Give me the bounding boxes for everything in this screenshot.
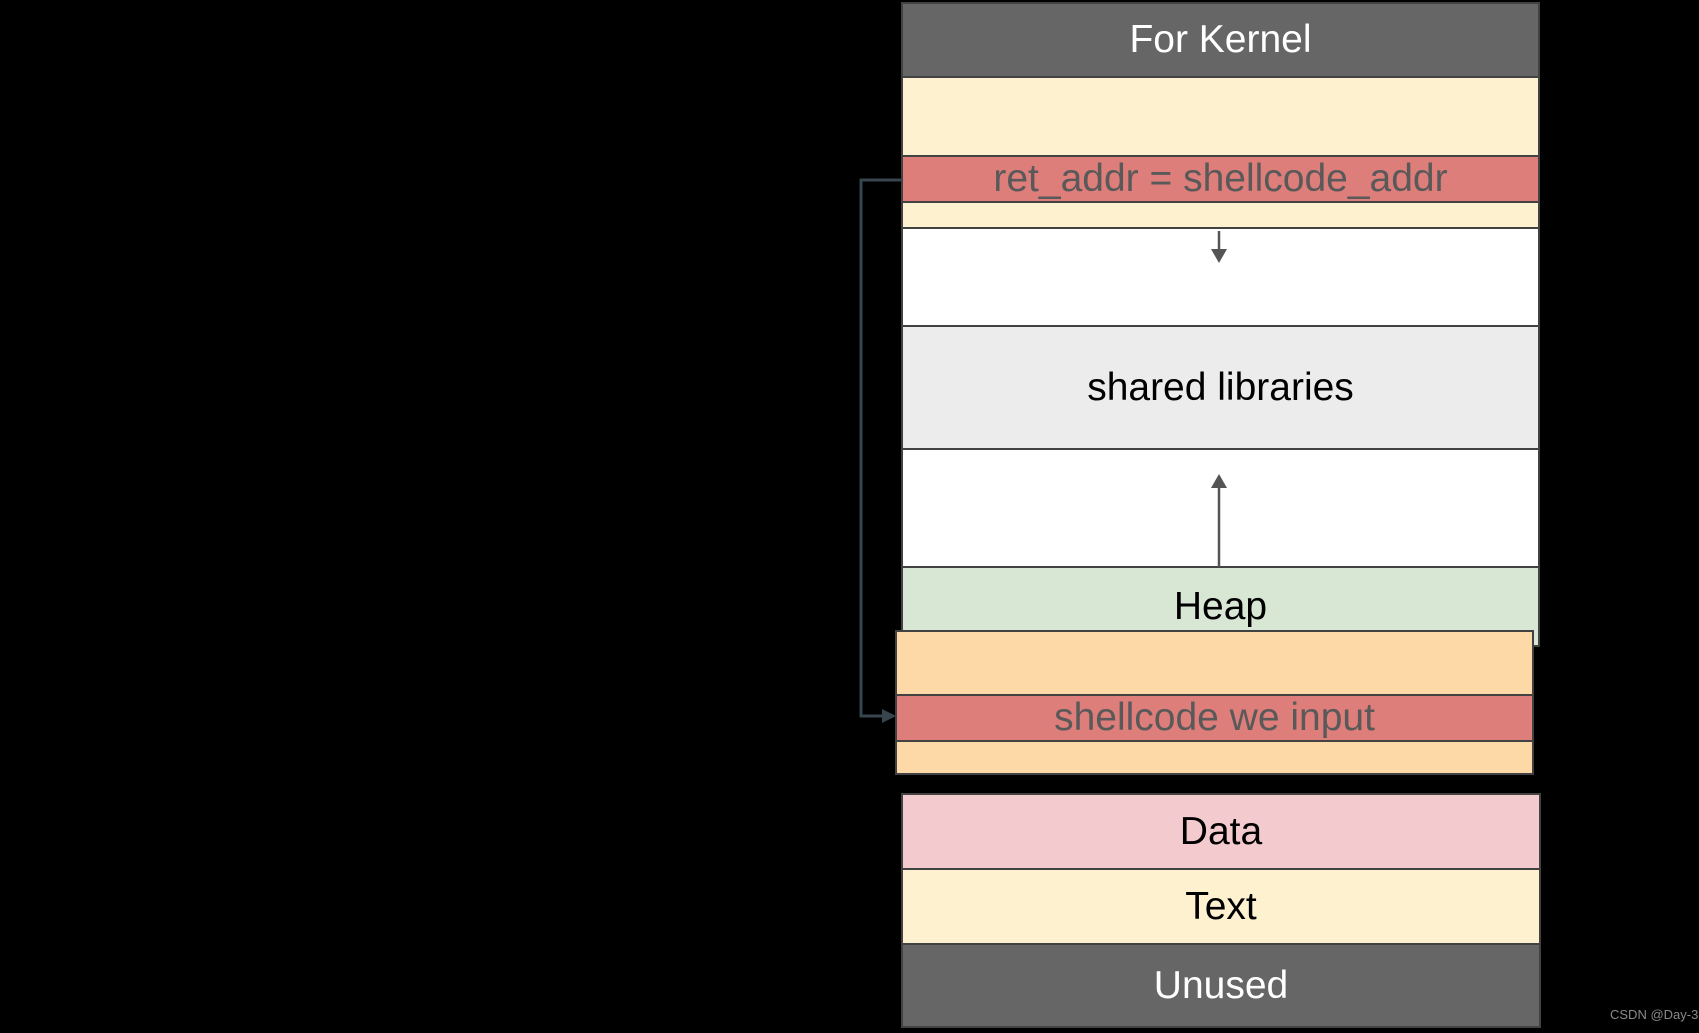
segment-heap-growth-gap: [903, 450, 1538, 568]
segment-stack-lower: [903, 203, 1538, 229]
segment-for-kernel: For Kernel: [903, 4, 1538, 78]
segment-data: Data: [903, 795, 1539, 870]
segment-data-label: Data: [1179, 809, 1263, 853]
segment-for-kernel-label: For Kernel: [1129, 18, 1312, 61]
data-text-unused-column: Data Text Unused: [901, 793, 1541, 1028]
segment-heap-label: Heap: [1173, 584, 1268, 628]
segment-text-label: Text: [1185, 884, 1257, 928]
segment-shellcode: shellcode we input: [897, 696, 1532, 742]
watermark: CSDN @Day-3: [1610, 1007, 1699, 1022]
segment-ret-addr: ret_addr = shellcode_addr: [903, 157, 1538, 203]
segment-text: Text: [903, 870, 1539, 945]
segment-shellcode-label: shellcode we input: [1054, 696, 1375, 739]
segment-ret-addr-label: ret_addr = shellcode_addr: [993, 157, 1448, 200]
segment-stack-growth-gap: [903, 229, 1538, 327]
segment-unused: Unused: [903, 945, 1539, 1026]
segment-unused-label: Unused: [1153, 963, 1289, 1007]
segment-input-buffer-upper: [897, 632, 1532, 696]
segment-stack-upper: [903, 78, 1538, 157]
shellcode-buffer-box: shellcode we input: [895, 630, 1534, 775]
segment-shared-libraries-label: shared libraries: [1087, 365, 1354, 409]
segment-input-buffer-lower: [897, 742, 1532, 773]
virtual-memory-column: For Kernel ret_addr = shellcode_addr sha…: [901, 2, 1540, 647]
segment-shared-libraries: shared libraries: [903, 327, 1538, 450]
